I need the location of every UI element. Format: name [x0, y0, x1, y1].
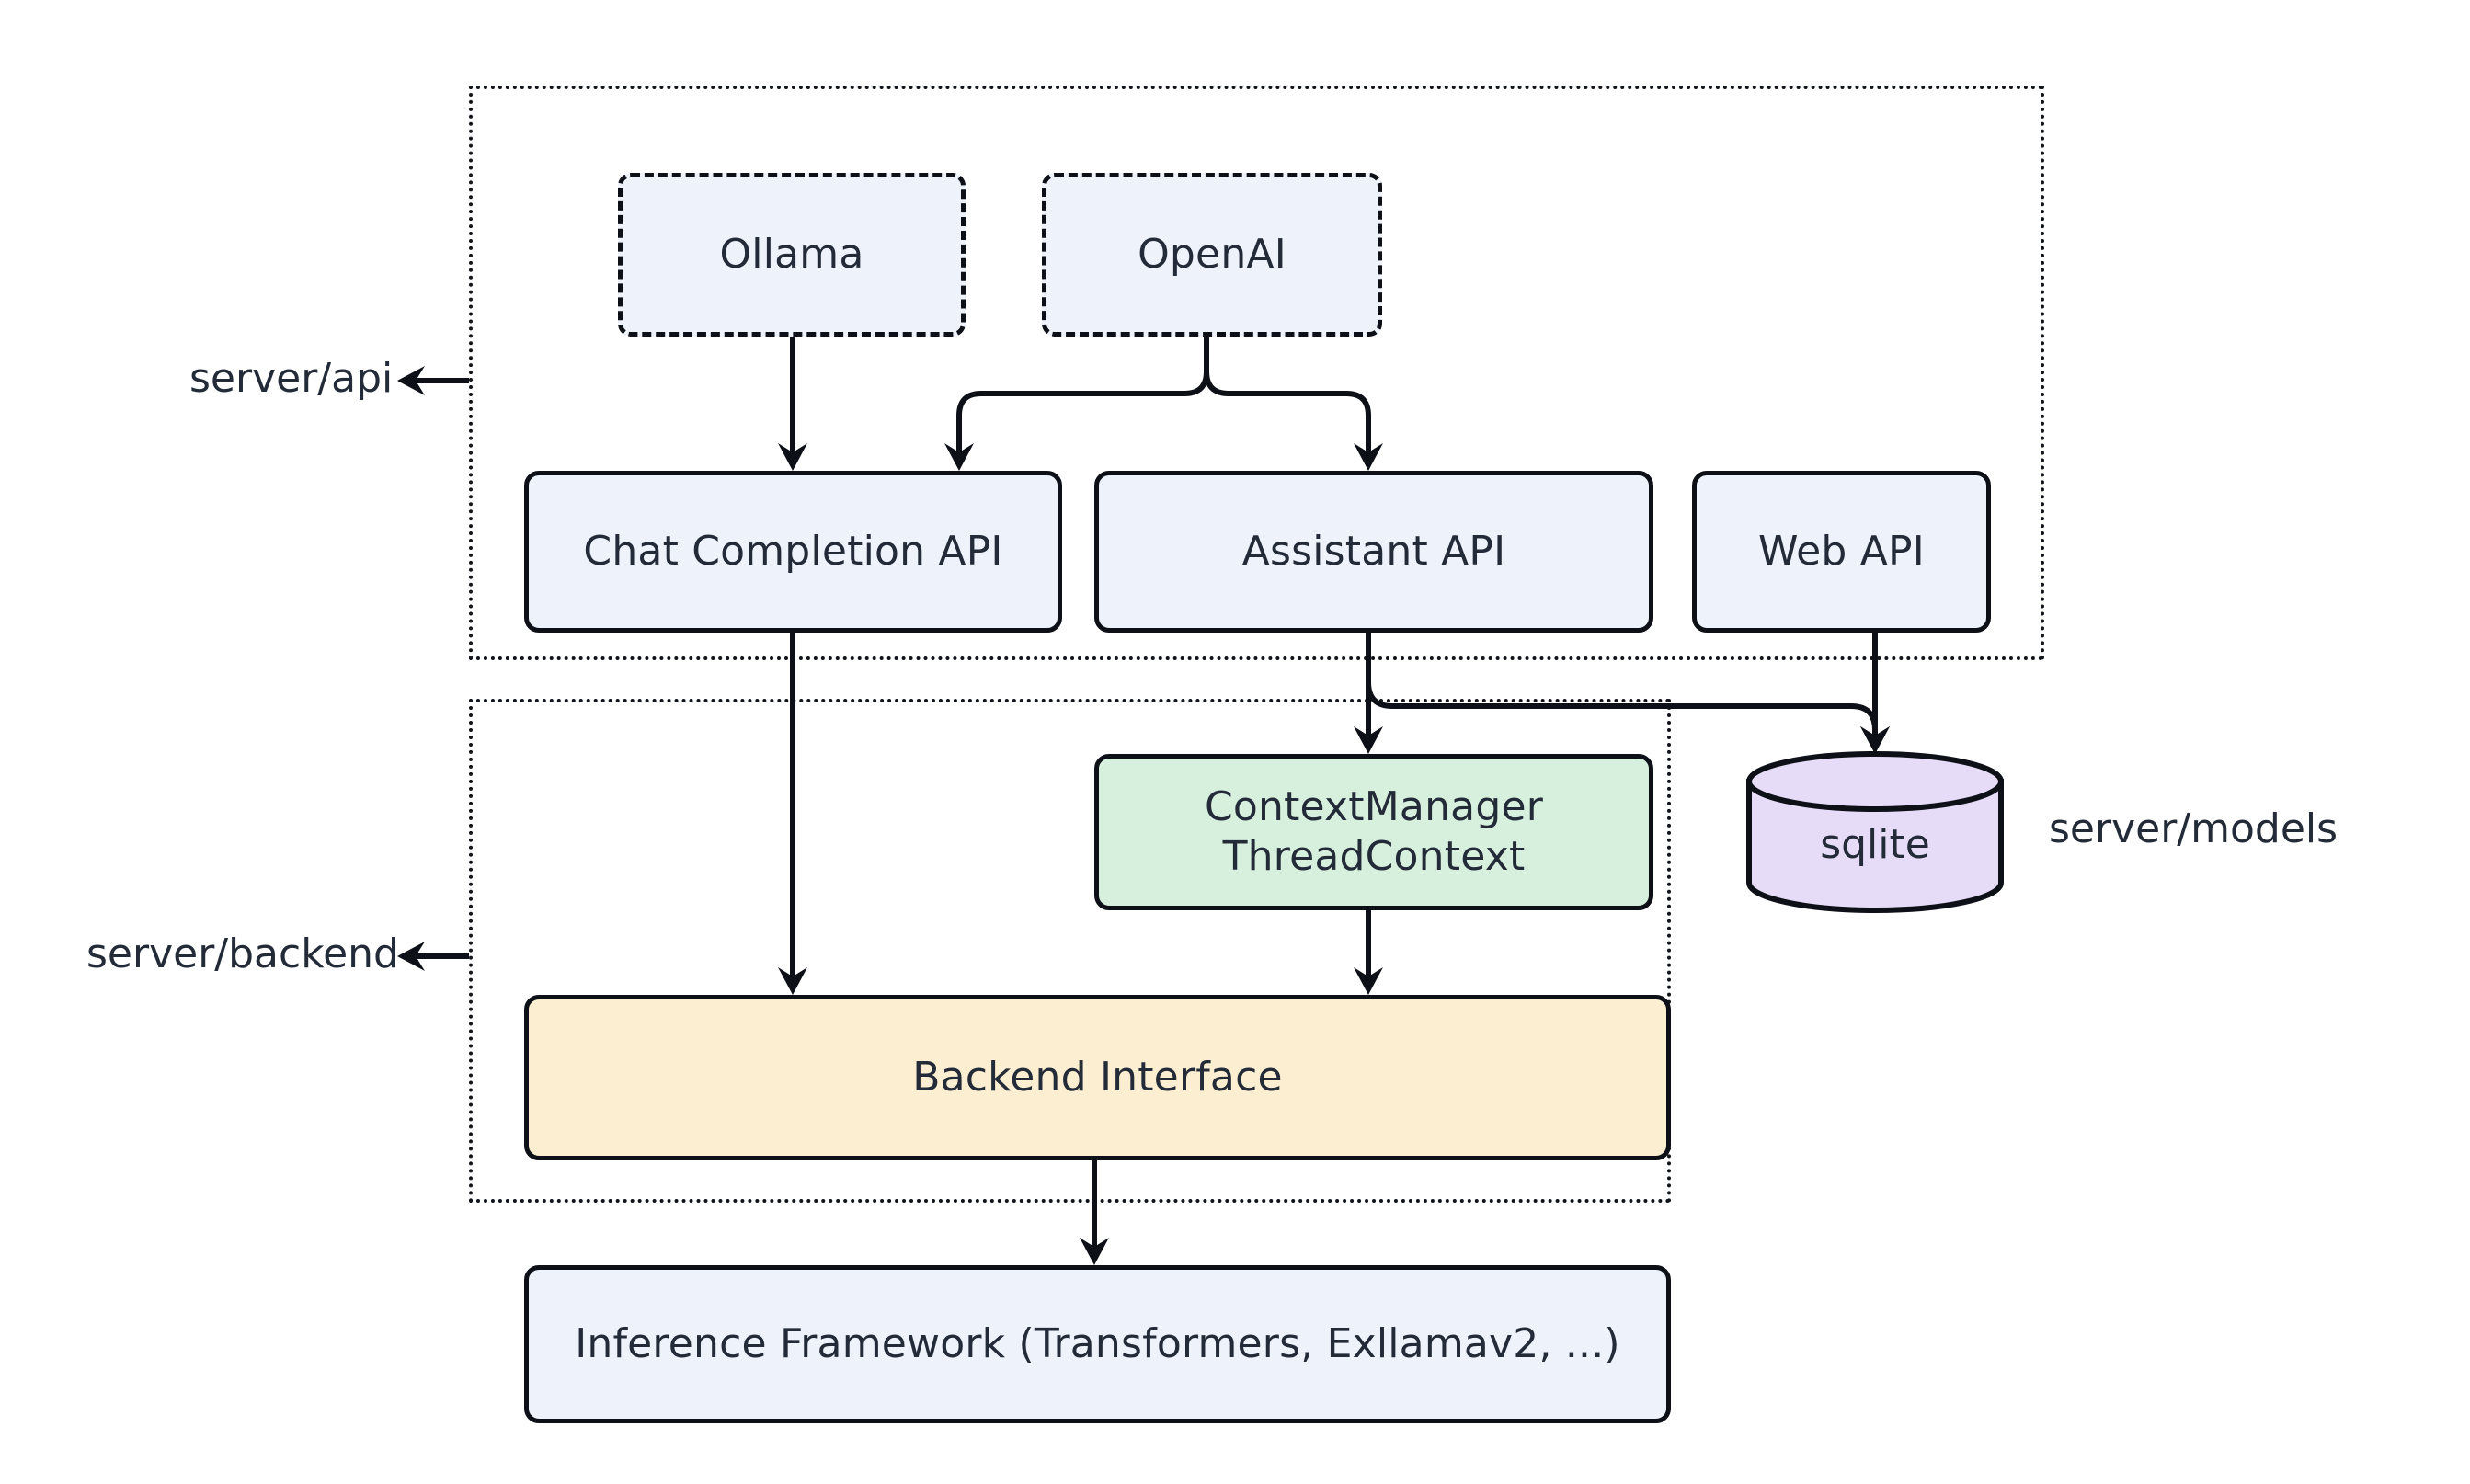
subgraph-server-backend — [469, 699, 1671, 1203]
edge-ollama-to-chat-api — [778, 337, 807, 471]
node-inference-framework-label: Inference Framework (Transformers, Exlla… — [575, 1320, 1620, 1368]
node-context-manager-label-line1: ContextManager — [1204, 783, 1544, 831]
node-chat-completion-api[interactable]: Chat Completion API — [524, 471, 1062, 633]
edge-chat-api-to-backend-interface — [778, 633, 807, 995]
node-chat-completion-api-label: Chat Completion API — [583, 528, 1003, 576]
edge-backend-interface-to-inference-framework — [1080, 1160, 1109, 1265]
node-web-api[interactable]: Web API — [1692, 471, 1991, 633]
node-context-manager-label-line2: ThreadContext — [1222, 833, 1526, 880]
node-assistant-api[interactable]: Assistant API — [1094, 471, 1653, 633]
node-ollama[interactable]: Ollama — [618, 173, 966, 337]
subgraph-server-api — [469, 86, 2044, 660]
node-assistant-api-label: Assistant API — [1241, 528, 1506, 576]
node-openai-label: OpenAI — [1138, 231, 1286, 279]
pointer-arrow-server-backend — [397, 942, 469, 971]
pointer-arrow-server-api — [397, 366, 469, 395]
cylinder-shape — [1746, 751, 2004, 913]
node-context-manager[interactable]: ContextManager ThreadContext — [1094, 754, 1653, 910]
node-openai[interactable]: OpenAI — [1042, 173, 1382, 337]
label-server-models: server/models — [2049, 805, 2338, 852]
edge-contextmanager-to-backend-interface — [1354, 910, 1383, 995]
label-server-api: server/api — [189, 355, 394, 402]
edge-assistant-api-to-sqlite — [1366, 633, 1890, 754]
node-inference-framework[interactable]: Inference Framework (Transformers, Exlla… — [524, 1265, 1671, 1423]
node-web-api-label: Web API — [1758, 528, 1925, 576]
node-backend-interface[interactable]: Backend Interface — [524, 995, 1671, 1160]
label-server-backend: server/backend — [86, 930, 399, 977]
edge-openai-to-chat-api — [944, 337, 1209, 471]
node-ollama-label: Ollama — [719, 231, 864, 279]
node-backend-interface-label: Backend Interface — [912, 1054, 1283, 1102]
node-sqlite[interactable]: sqlite — [1744, 751, 2007, 913]
edge-web-api-to-sqlite — [1860, 633, 1890, 754]
edge-openai-to-assistant-api — [1204, 337, 1383, 471]
